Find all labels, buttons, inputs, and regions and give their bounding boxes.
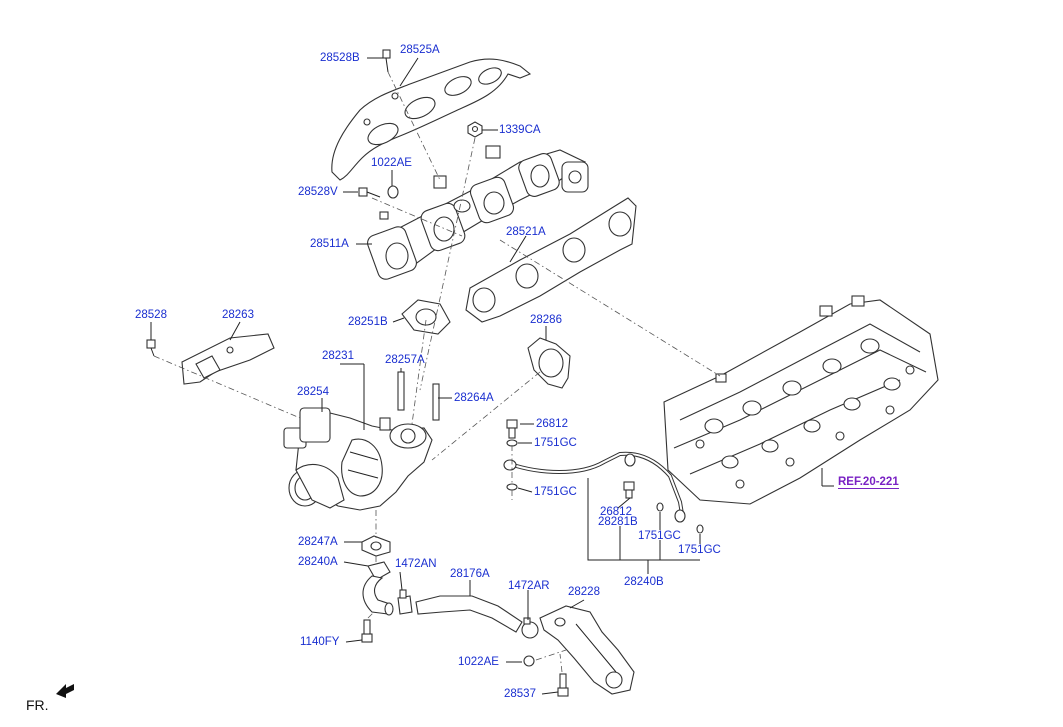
- label-28251b[interactable]: 28251B: [348, 316, 388, 328]
- assembly-lines: [153, 71, 721, 673]
- manifold-gasket[interactable]: [465, 197, 637, 323]
- label-26812-upper[interactable]: 26812: [536, 418, 568, 430]
- cylinder-head[interactable]: [663, 295, 939, 505]
- exhaust-manifold[interactable]: [365, 145, 589, 281]
- banjo-bolt-26812-upper[interactable]: [506, 419, 518, 439]
- label-28176a[interactable]: 28176A: [450, 568, 490, 580]
- washer-1751gc-c[interactable]: [656, 502, 664, 512]
- turbo-outlet-gasket[interactable]: [527, 337, 571, 389]
- label-1022ae-top[interactable]: 1022AE: [371, 157, 412, 169]
- label-1472an[interactable]: 1472AN: [395, 558, 437, 570]
- bolt-28537[interactable]: [557, 673, 569, 697]
- label-1472ar[interactable]: 1472AR: [508, 580, 550, 592]
- stud-28264a[interactable]: [432, 383, 440, 421]
- reference-link[interactable]: REF.20-221: [838, 476, 899, 489]
- label-28240b[interactable]: 28240B: [624, 576, 664, 588]
- oil-return-pipe[interactable]: [362, 561, 394, 616]
- turbo-support-bracket[interactable]: [539, 605, 635, 695]
- label-1751gc-b[interactable]: 1751GC: [534, 486, 577, 498]
- label-1751gc-a[interactable]: 1751GC: [534, 437, 577, 449]
- label-28521a[interactable]: 28521A: [506, 226, 546, 238]
- stud-28257a[interactable]: [397, 371, 405, 411]
- label-28231[interactable]: 28231: [322, 350, 354, 362]
- label-1751gc-c[interactable]: 1751GC: [638, 530, 681, 542]
- bolt-1140fy[interactable]: [361, 619, 373, 643]
- label-1339ca[interactable]: 1339CA: [499, 124, 541, 136]
- label-28247a[interactable]: 28247A: [298, 536, 338, 548]
- banjo-bolt-26812-lower[interactable]: [623, 481, 635, 499]
- label-28528[interactable]: 28528: [135, 309, 167, 321]
- heat-shield-upper[interactable]: [331, 58, 532, 181]
- front-direction-arrow-icon: [56, 684, 74, 698]
- bolt-28528[interactable]: [146, 339, 156, 357]
- hose-clamp-1472ar[interactable]: [521, 617, 539, 639]
- label-28257a[interactable]: 28257A: [385, 354, 425, 366]
- label-26812-lower[interactable]: 26812: [600, 506, 632, 518]
- turbo-heat-shield[interactable]: [181, 333, 275, 385]
- label-28281b[interactable]: 28281B: [598, 516, 638, 528]
- bolt-28528b[interactable]: [382, 49, 391, 73]
- washer-1022ae-top[interactable]: [387, 185, 399, 199]
- turbo-inlet-gasket[interactable]: [401, 299, 451, 335]
- label-1140fy[interactable]: 1140FY: [300, 636, 340, 648]
- label-1751gc-d[interactable]: 1751GC: [678, 544, 721, 556]
- label-1022ae-bottom[interactable]: 1022AE: [458, 656, 499, 668]
- label-28254[interactable]: 28254: [297, 386, 329, 398]
- label-28525a[interactable]: 28525A: [400, 44, 440, 56]
- label-28537[interactable]: 28537: [504, 688, 536, 700]
- label-28264a[interactable]: 28264A: [454, 392, 494, 404]
- nut-1339ca[interactable]: [467, 121, 483, 138]
- oil-feed-pipe[interactable]: [503, 451, 686, 523]
- label-28528v[interactable]: 28528V: [298, 186, 338, 198]
- label-28511a[interactable]: 28511A: [310, 238, 349, 250]
- bolt-28528v[interactable]: [358, 187, 389, 220]
- washer-1751gc-b[interactable]: [506, 483, 518, 491]
- washer-1751gc-d[interactable]: [696, 524, 704, 534]
- label-28263[interactable]: 28263: [222, 309, 254, 321]
- oil-return-gasket[interactable]: [361, 535, 391, 557]
- label-28528b[interactable]: 28528B: [320, 52, 360, 64]
- label-28286[interactable]: 28286: [530, 314, 562, 326]
- leader-lines: [150, 57, 834, 695]
- turbocharger[interactable]: [283, 407, 433, 511]
- hose-clamp-1472an[interactable]: [397, 589, 413, 615]
- oil-return-hose[interactable]: [415, 595, 523, 633]
- label-28240a[interactable]: 28240A: [298, 556, 338, 568]
- label-28228[interactable]: 28228: [568, 586, 600, 598]
- washer-1022ae-bottom[interactable]: [523, 655, 535, 667]
- front-label: FR.: [26, 697, 49, 713]
